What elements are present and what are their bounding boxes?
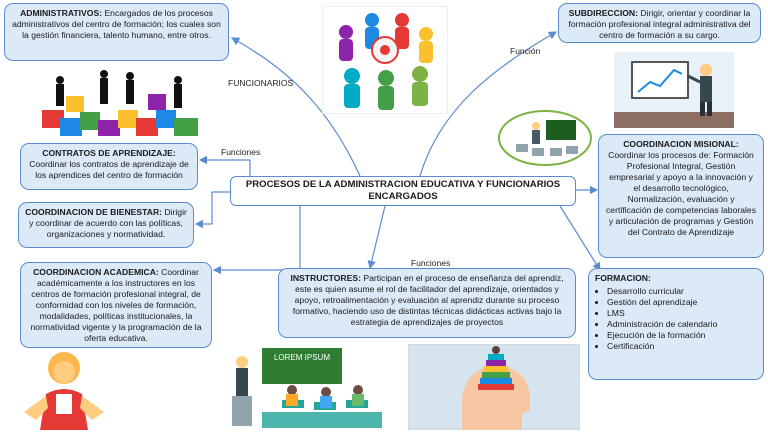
teacher-classroom-illustration: LOREM IPSUM: [222, 344, 386, 430]
bienestar-text: Dirigir y coordinar de acuerdo con las p…: [29, 207, 187, 239]
formacion-list: Desarrollo curricular Gestión del aprend…: [595, 286, 757, 352]
academica-text: Coordinar académicamente a los instructo…: [30, 267, 202, 343]
label-funciones-bottom: Funciones: [411, 258, 451, 268]
puzzle-people-illustration: [42, 70, 198, 136]
formacion-item: Ejecución de la formación: [607, 330, 757, 341]
label-funcion: Función: [510, 46, 541, 56]
academica-title: COORDINACION ACADEMICA:: [33, 267, 159, 277]
bienestar-box: COORDINACION DE BIENESTAR: Dirigir y coo…: [18, 202, 194, 248]
instructores-text: Participan en el proceso de enseñanza de…: [292, 273, 564, 327]
label-funciones-left: Funciones: [221, 147, 261, 157]
label-funcionarios: FUNCIONARIOS: [228, 78, 294, 88]
formacion-item: Administración de calendario: [607, 319, 757, 330]
formacion-item: Desarrollo curricular: [607, 286, 757, 297]
arrow-to-instructores: [367, 205, 386, 270]
subdireccion-box: SUBDIRECCION: Dirigir, orientar y coordi…: [558, 3, 761, 43]
arrow-to-formacion: [559, 205, 601, 272]
formacion-box: FORMACION: Desarrollo curricular Gestión…: [588, 268, 764, 380]
formacion-title: FORMACION:: [595, 273, 651, 283]
team-circle-illustration: [322, 6, 448, 114]
bienestar-title: COORDINACION DE BIENESTAR:: [25, 207, 163, 217]
arrow-to-subdireccion: [419, 31, 558, 177]
presenter-screen-illustration: [614, 52, 734, 128]
misional-title: COORDINACION MISIONAL:: [623, 139, 739, 149]
contratos-text: Coordinar los contratos de aprendizaje d…: [29, 159, 189, 180]
head-books-illustration: [408, 344, 580, 430]
classroom-round-illustration: [498, 110, 592, 166]
administrativos-text: Encargados de los procesos administrativ…: [12, 8, 221, 40]
instructores-box: INSTRUCTORES: Participan en el proceso d…: [278, 268, 576, 338]
arrow-to-administrativos: [230, 37, 361, 177]
misional-text: Coordinar los procesos de: Formación Pro…: [606, 150, 756, 237]
misional-box: COORDINACION MISIONAL: Coordinar los pro…: [598, 134, 764, 258]
academica-box: COORDINACION ACADEMICA: Coordinar académ…: [20, 262, 212, 348]
subdireccion-text: Dirigir, orientar y coordinar la formaci…: [568, 8, 751, 40]
arrow-to-bienestar: [194, 191, 230, 229]
formacion-item: Certificación: [607, 341, 757, 352]
formacion-item: LMS: [607, 308, 757, 319]
subdireccion-title: SUBDIRECCION:: [568, 8, 638, 18]
contratos-title: CONTRATOS DE APRENDIZAJE:: [42, 148, 176, 158]
arrow-to-contratos: [198, 155, 251, 176]
formacion-item: Gestión del aprendizaje: [607, 297, 757, 308]
administrativos-box: ADMINISTRATIVOS: Encargados de los proce…: [4, 3, 229, 61]
main-title-box: PROCESOS DE LA ADMINISTRACION EDUCATIVA …: [230, 176, 576, 206]
administrativos-title: ADMINISTRATIVOS:: [20, 8, 103, 18]
lorem-ipsum-text: LOREM IPSUM: [274, 353, 330, 362]
contratos-box: CONTRATOS DE APRENDIZAJE: Coordinar los …: [20, 143, 198, 190]
instructores-title: INSTRUCTORES:: [290, 273, 361, 283]
arrow-to-academica: [212, 206, 301, 275]
woman-illustration: [24, 352, 104, 430]
main-title: PROCESOS DE LA ADMINISTRACION EDUCATIVA …: [245, 179, 561, 202]
